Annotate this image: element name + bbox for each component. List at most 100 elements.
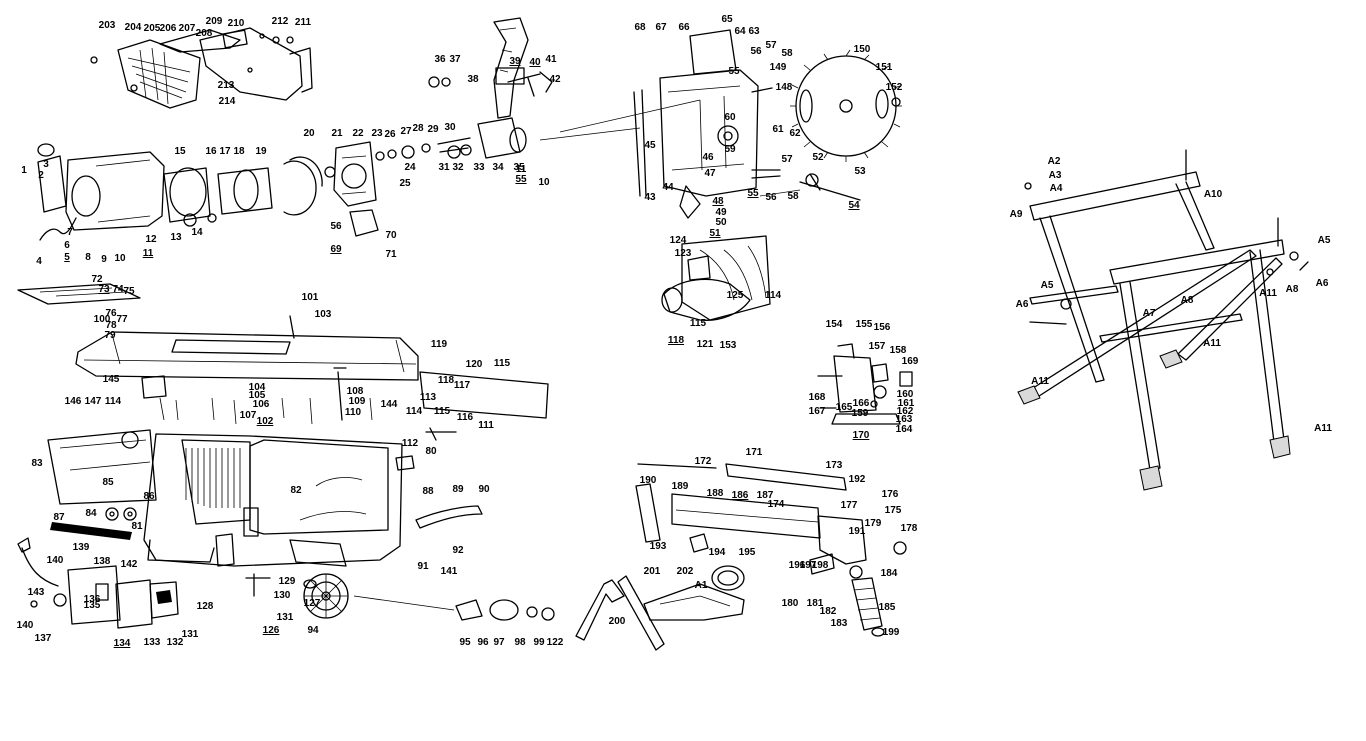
- part-label: A11: [1203, 338, 1221, 349]
- part-label: 85: [102, 477, 114, 488]
- part-label: 142: [120, 559, 138, 570]
- part-label: 90: [478, 484, 490, 495]
- part-label: 194: [708, 547, 726, 558]
- part-label: 157: [868, 341, 886, 352]
- part-label: 144: [380, 399, 398, 410]
- part-label: 60: [724, 112, 736, 123]
- part-label: 143: [27, 587, 45, 598]
- part-label: 104: [248, 382, 266, 393]
- part-label: 56: [750, 46, 762, 57]
- part-label: 17: [219, 146, 231, 157]
- part-label: 214: [218, 96, 236, 107]
- part-label: 153: [719, 340, 737, 351]
- part-label: 94: [307, 625, 319, 636]
- part-label: 115: [433, 406, 451, 417]
- part-label: 55: [728, 66, 740, 77]
- part-label: 209: [205, 16, 223, 27]
- part-label: 131: [276, 612, 294, 623]
- rip-fence: [635, 463, 907, 637]
- part-label: 55: [747, 188, 759, 199]
- part-label: 89: [452, 484, 464, 495]
- part-label: 4: [36, 256, 42, 267]
- part-label: 164: [895, 424, 913, 435]
- blade-guard-assembly: [90, 27, 313, 109]
- part-label: 37: [449, 54, 461, 65]
- part-label: 26: [384, 129, 396, 140]
- part-label: 197: [799, 560, 817, 571]
- saw-base: [47, 371, 549, 567]
- part-label: 58: [781, 48, 793, 59]
- part-label: 120: [465, 359, 483, 370]
- part-label: 107: [239, 410, 257, 421]
- part-label: 163: [895, 414, 913, 425]
- part-label: 80: [425, 446, 437, 457]
- table-top: [75, 315, 419, 425]
- part-label: 122: [546, 637, 564, 648]
- part-label: 186: [731, 490, 749, 501]
- part-label: 27: [400, 126, 412, 137]
- part-label: A5: [1040, 280, 1054, 291]
- part-label: 99: [533, 637, 545, 648]
- part-label: 149: [769, 62, 787, 73]
- part-label: 150: [853, 44, 871, 55]
- stand: [1017, 149, 1309, 491]
- part-label: 9: [101, 254, 107, 265]
- part-label: 92: [452, 545, 464, 556]
- part-label: 8: [85, 252, 91, 263]
- part-label: 50: [715, 217, 727, 228]
- part-label: 189: [671, 481, 689, 492]
- part-label: 67: [655, 22, 667, 33]
- part-label: 171: [745, 447, 763, 458]
- part-label: 48: [712, 196, 724, 207]
- part-label: 15: [174, 146, 186, 157]
- part-label: 118: [437, 375, 455, 386]
- part-label: 96: [477, 637, 489, 648]
- part-label: 87: [53, 512, 65, 523]
- part-label: 39: [509, 56, 521, 67]
- part-label: 136: [83, 594, 101, 605]
- part-label: 63: [748, 26, 760, 37]
- part-label: A8: [1180, 295, 1194, 306]
- part-label: 22: [352, 128, 364, 139]
- part-label: 33: [473, 162, 485, 173]
- table-insert: [17, 283, 141, 305]
- part-label: 133: [143, 637, 161, 648]
- part-label: 115: [493, 358, 511, 369]
- part-label: 134: [113, 638, 131, 649]
- part-label: 183: [830, 618, 848, 629]
- part-label: 36: [434, 54, 446, 65]
- part-label: 41: [545, 54, 557, 65]
- part-label: 42: [549, 74, 561, 85]
- part-label: 206: [159, 23, 177, 34]
- part-label: A4: [1049, 183, 1063, 194]
- part-label: 116: [456, 412, 474, 423]
- part-label: 103: [314, 309, 332, 320]
- part-label: 53: [854, 166, 866, 177]
- part-label: 200: [608, 616, 626, 627]
- part-label: A11: [1259, 288, 1277, 299]
- part-label: A8: [1285, 284, 1299, 295]
- part-label: A10: [1203, 189, 1223, 200]
- part-label: 2: [38, 170, 44, 181]
- part-label: 128: [196, 601, 214, 612]
- part-label: 156: [873, 322, 891, 333]
- part-label: 204: [124, 22, 142, 33]
- part-label: 70: [385, 230, 397, 241]
- part-label: 113: [419, 392, 437, 403]
- part-label: 146: [64, 396, 82, 407]
- part-label: 173: [825, 460, 843, 471]
- part-label: 132: [166, 637, 184, 648]
- part-label: 118: [667, 335, 685, 346]
- part-label: 25: [399, 178, 411, 189]
- part-label: 88: [422, 486, 434, 497]
- part-label: 165: [835, 402, 853, 413]
- part-label: 199: [882, 627, 900, 638]
- part-label: 106: [252, 399, 270, 410]
- part-label: 31: [438, 162, 450, 173]
- part-label: 138: [93, 556, 111, 567]
- part-label: 6: [64, 240, 70, 251]
- part-label: 130: [273, 590, 291, 601]
- part-label: 13: [170, 232, 182, 243]
- part-label: 112: [401, 438, 419, 449]
- part-label: A5: [1317, 235, 1331, 246]
